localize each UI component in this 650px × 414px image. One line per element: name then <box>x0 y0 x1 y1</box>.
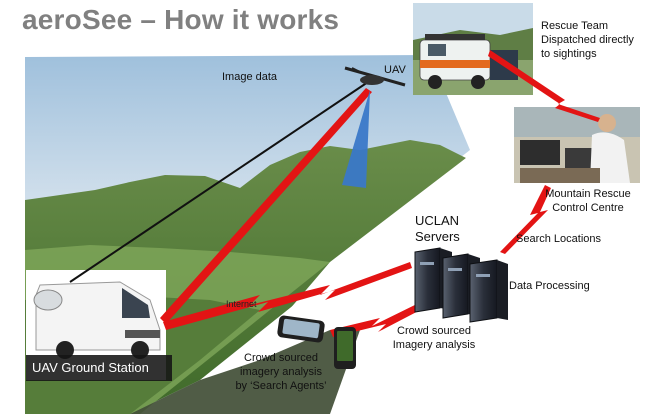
uav-aircraft <box>344 66 406 87</box>
image-data-link <box>160 88 372 324</box>
search-locations-label: Search Locations <box>516 233 601 245</box>
page-title: aeroSee – How it works <box>22 4 340 35</box>
link-control-search <box>500 185 551 254</box>
rescue-team-photo <box>413 3 533 95</box>
servers-cluster <box>414 247 508 323</box>
smartphone-horizontal <box>277 315 325 343</box>
crowd-sourced-right-label: Crowd sourced Imagery analysis <box>392 325 476 351</box>
link-internet <box>163 262 412 330</box>
ground-station-label: UAV Ground Station <box>26 355 172 381</box>
crowd-sourced-left-label: Crowd sourced imagery analysis by ‘Searc… <box>235 352 327 392</box>
link-crowd <box>330 300 428 337</box>
uplink-line <box>69 81 369 283</box>
link-rescue-team <box>488 50 600 122</box>
uav-label: UAV <box>384 64 406 76</box>
internet-label: Internet <box>226 299 257 309</box>
rescue-team-label: Rescue Team Dispatched directly to sight… <box>541 20 634 60</box>
camera-beam <box>342 90 370 188</box>
image-data-label: Image data <box>222 71 278 83</box>
servers-label: UCLAN Servers <box>415 213 460 244</box>
control-centre-photo <box>514 107 640 183</box>
data-processing-label: Data Processing <box>509 280 590 292</box>
smartphone-vertical <box>334 327 356 369</box>
control-centre-label: Mountain Rescue Control Centre <box>545 188 631 214</box>
